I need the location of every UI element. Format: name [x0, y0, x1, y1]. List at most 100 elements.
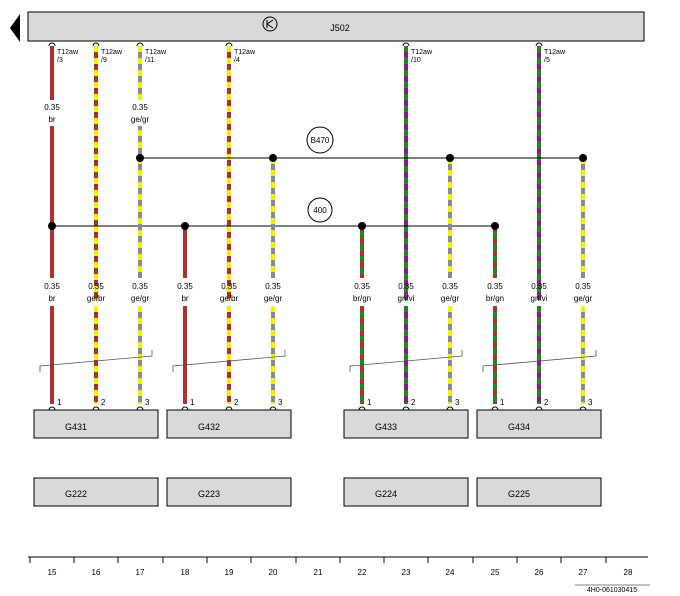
- wire-color-24: ge/gr: [441, 294, 460, 303]
- sensor-pin-label: 2: [101, 398, 106, 407]
- column-label-20: 20: [269, 568, 278, 577]
- sensor-pin-icon: [225, 406, 233, 411]
- sensor-pin-label: 3: [278, 398, 283, 407]
- sensor-pin-label: 1: [190, 398, 195, 407]
- pin-label: T12aw: [101, 49, 123, 56]
- junction-dot: [491, 222, 499, 230]
- pin-label: T12aw: [411, 49, 433, 56]
- junction-dot: [181, 222, 189, 230]
- wire-color-22: br/gn: [353, 294, 371, 303]
- wire-size-19: 0.35: [221, 282, 237, 291]
- pin-number: /4: [234, 57, 240, 64]
- shield-bracket-2: [349, 350, 463, 372]
- sensor-pin-label: 1: [57, 398, 62, 407]
- sensor-box-g223[interactable]: [166, 477, 292, 507]
- sensor-box-g225[interactable]: [476, 477, 602, 507]
- wire-color-23: gn/vi: [398, 294, 415, 303]
- wire-size-22: 0.35: [354, 282, 370, 291]
- sensor-label-g433: G433: [375, 422, 397, 432]
- sensor-pin-icon: [579, 406, 587, 411]
- wires-layer: T12aw/3T12aw/9T12aw/11T12aw/4T12aw/10T12…: [38, 42, 597, 506]
- column-label-18: 18: [181, 568, 190, 577]
- sensor-label-g224: G224: [375, 489, 397, 499]
- sensor-pin-label: 2: [544, 398, 549, 407]
- column-label-15: 15: [48, 568, 57, 577]
- bus-400: 400: [307, 197, 333, 223]
- wire-size-24: 0.35: [442, 282, 458, 291]
- sensor-label-g223: G223: [198, 489, 220, 499]
- column-label-22: 22: [358, 568, 367, 577]
- sensor-label-g434: G434: [508, 422, 530, 432]
- column-label-19: 19: [225, 568, 234, 577]
- wire-size-27: 0.35: [575, 282, 591, 291]
- column-label-16: 16: [92, 568, 101, 577]
- wire-color-20: ge/gr: [264, 294, 283, 303]
- column-label-26: 26: [535, 568, 544, 577]
- sensor-label-g222: G222: [65, 489, 87, 499]
- wire-size-16: 0.35: [88, 282, 104, 291]
- junction-dot: [136, 154, 144, 162]
- sensor-pin-label: 2: [411, 398, 416, 407]
- pin-socket-icon: [535, 42, 543, 47]
- junction-dot: [579, 154, 587, 162]
- pin-number: /3: [57, 57, 63, 64]
- junction-dot: [269, 154, 277, 162]
- sensor-pin-label: 1: [500, 398, 505, 407]
- sensor-pin-icon: [181, 406, 189, 411]
- wire-color-27: ge/gr: [574, 294, 593, 303]
- column-label-21: 21: [314, 568, 323, 577]
- wire-size-17: 0.35: [132, 282, 148, 291]
- sensor-label-g225: G225: [508, 489, 530, 499]
- wire-size-top-15: 0.35: [44, 103, 60, 112]
- sensor-pin-icon: [358, 406, 366, 411]
- sensor-box-g432[interactable]: [166, 409, 292, 439]
- junction-dot: [48, 222, 56, 230]
- pin-label: T12aw: [145, 49, 167, 56]
- pin-socket-icon: [225, 42, 233, 47]
- sensor-label-g432: G432: [198, 422, 220, 432]
- back-arrow-icon[interactable]: [10, 14, 20, 42]
- sensor-box-g222[interactable]: [33, 477, 159, 507]
- ecu-box: [27, 11, 645, 42]
- sensor-pin-icon: [48, 406, 56, 411]
- pin-number: /5: [544, 57, 550, 64]
- shield-bracket-1: [172, 350, 286, 372]
- wire-color-15: br: [48, 294, 55, 303]
- wire-size-15: 0.35: [44, 282, 60, 291]
- sensor-pin-label: 2: [234, 398, 239, 407]
- pin-number: /11: [145, 57, 154, 64]
- sensor-pin-label: 1: [367, 398, 372, 407]
- column-label-24: 24: [446, 568, 455, 577]
- sensor-pin-label: 3: [588, 398, 593, 407]
- sensor-label-g431: G431: [65, 422, 87, 432]
- pin-number: /9: [101, 57, 107, 64]
- sensor-pin-icon: [136, 406, 144, 411]
- ecu-label: J502: [330, 23, 350, 33]
- junction-dot: [358, 222, 366, 230]
- bus-label-b470: B470: [311, 136, 330, 145]
- doc-code: 4H0-061030415: [587, 587, 637, 594]
- wire-size-20: 0.35: [265, 282, 281, 291]
- wire-color-top-17: ge/gr: [131, 115, 150, 124]
- wire-color-26: gn/vi: [531, 294, 548, 303]
- column-label-27: 27: [579, 568, 588, 577]
- sensor-pin-icon: [491, 406, 499, 411]
- wire-color-25: br/gn: [486, 294, 504, 303]
- sensor-pin-icon: [92, 406, 100, 411]
- sensor-box-g431[interactable]: [33, 409, 159, 439]
- bus-label-400: 400: [313, 206, 327, 215]
- sensor-pin-icon: [269, 406, 277, 411]
- wire-size-18: 0.35: [177, 282, 193, 291]
- pin-socket-icon: [402, 42, 410, 47]
- pin-label: T12aw: [234, 49, 256, 56]
- sensor-pin-icon: [535, 406, 543, 411]
- pin-socket-icon: [48, 42, 56, 47]
- sensor-box-g224[interactable]: [343, 477, 469, 507]
- bus-b470: B470: [306, 126, 334, 154]
- sensor-box-g434[interactable]: [476, 409, 602, 439]
- junction-dot: [446, 154, 454, 162]
- sensor-pin-label: 3: [145, 398, 150, 407]
- sensor-box-g433[interactable]: [343, 409, 469, 439]
- wire-color-top-15: br: [48, 115, 55, 124]
